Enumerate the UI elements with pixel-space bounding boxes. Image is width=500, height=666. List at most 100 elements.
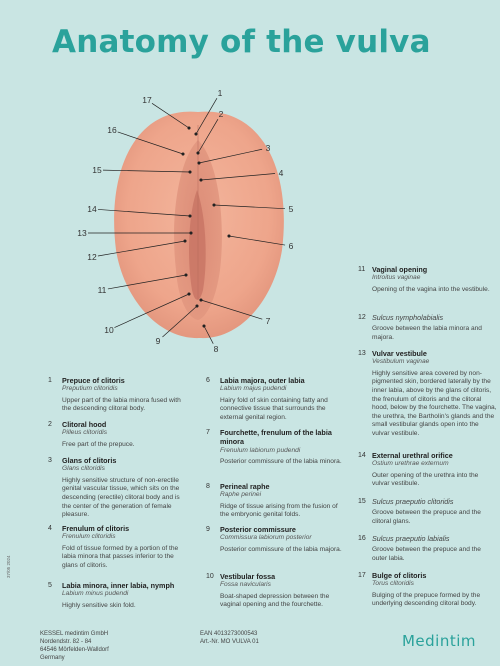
callout-lines (88, 98, 286, 344)
legend-title: Clitoral hood (62, 420, 107, 429)
callout-number: 2 (219, 109, 224, 119)
legend-title: Fourchette, frenulum of the labia minora (220, 428, 332, 447)
callout-line (117, 131, 184, 155)
brand-logo: Medintim (401, 632, 476, 650)
legend-description: Posterior commissure of the labia minora… (220, 458, 342, 466)
callout-number: 13 (77, 228, 87, 238)
callout-dot (188, 170, 192, 174)
legend-latin: Fossa navicularis (220, 581, 271, 589)
callout-line (203, 325, 214, 344)
legend-latin: Frenulum clitoridis (62, 533, 116, 541)
legend-title: Posterior commissure (220, 525, 296, 534)
legend-description: Ridge of tissue arising from the fusion … (220, 502, 338, 519)
legend-title: Glans of clitoris (62, 456, 117, 465)
callout-number: 15 (92, 165, 102, 175)
footer-company: KESSEL medintim GmbH Nordendstr. 82 - 84… (40, 630, 109, 662)
legend-number: 2 (48, 421, 52, 428)
vulva-illustration (114, 111, 284, 339)
footer-codes: EAN 4013273000543 Art.-Nr. MO VULVA 01 (200, 630, 259, 646)
callout-line (213, 204, 286, 210)
callout-dot (202, 324, 206, 328)
callout-number: 16 (107, 125, 117, 135)
callout-dot (197, 161, 201, 165)
callout-dot (227, 234, 231, 238)
legend-number: 3 (48, 457, 52, 464)
callout-dot (189, 231, 193, 235)
callout-number: 14 (87, 204, 97, 214)
company-line: KESSEL medintim GmbH (40, 631, 109, 637)
legend-number: 12 (358, 314, 366, 321)
callout-line (200, 173, 276, 181)
legend-description: Posterior commissure of the labia majora… (220, 545, 342, 553)
legend-description: Groove between the labia minora and majo… (372, 325, 482, 341)
legend-description: Free part of the prepuce. (62, 440, 135, 448)
legend-latin: Raphe perinei (220, 491, 262, 499)
legend-number: 11 (358, 266, 366, 273)
legend-number: 4 (48, 525, 52, 532)
callout-dot (199, 178, 203, 182)
legend-title: Labia minora, inner labia, nymph (62, 581, 175, 590)
legend-latin: Commissura labiorum posterior (220, 534, 312, 542)
callout-line (97, 240, 186, 257)
legend-number: 14 (358, 452, 366, 459)
callout-dot (183, 239, 187, 243)
legend-description: Highly sensitive structure of non-erecti… (62, 476, 180, 519)
legend-number: 13 (358, 350, 366, 357)
legend-number: 5 (48, 582, 52, 589)
legend-title: Prepuce of clitoris (62, 376, 125, 385)
legend-description: Opening of the vagina into the vestibule… (372, 285, 490, 293)
callout-dot (188, 214, 192, 218)
callout-number: 6 (289, 241, 294, 251)
page-title: Anatomy of the vulva (52, 24, 431, 60)
callout-line (200, 299, 263, 320)
legend-number: 10 (206, 573, 214, 580)
callout-dot (195, 304, 199, 308)
vestibule-shape (189, 190, 206, 300)
callout-dot (181, 152, 185, 156)
legend-number: 1 (48, 377, 52, 384)
callout-line (102, 169, 191, 173)
company-line: 64546 Mörfelden-Walldorf (40, 647, 109, 654)
legend-title: Bulge of clitoris (372, 571, 427, 580)
callout-line (107, 274, 187, 290)
callout-number: 12 (87, 252, 97, 262)
legend-description: Hairy fold of skin containing fatty and … (220, 396, 328, 422)
legend-number: 9 (206, 526, 210, 533)
callout-dot (194, 132, 198, 136)
legend-description: Boat-shaped depression between the vagin… (220, 592, 330, 609)
callout-line (228, 235, 286, 246)
legend-number: 7 (206, 429, 210, 436)
legend-description: Bulging of the prepuce formed by the und… (372, 591, 481, 608)
legend-title: Vestibular fossa (220, 572, 276, 581)
legend-title: Vaginal opening (372, 265, 428, 274)
callout-dot (212, 203, 216, 207)
callout-dot (196, 151, 200, 155)
legend-number: 15 (358, 498, 366, 505)
legend-latin: Glans clitoridis (62, 465, 105, 473)
legend-title: External urethral orifice (372, 451, 453, 460)
legend-description: Fold of tissue formed by a portion of th… (62, 544, 179, 570)
legend-description: Groove between the prepuce and the outer… (372, 546, 481, 562)
callout-number: 10 (104, 325, 114, 335)
company-line: Nordendstr. 82 - 84 (40, 639, 92, 646)
callout-number: 3 (266, 143, 271, 153)
callout-line (114, 293, 190, 328)
legend-description: Groove between the prepuce and the clito… (372, 509, 481, 525)
callout-dot (184, 273, 188, 277)
callout-line (151, 103, 190, 129)
legend-description: Highly sensitive skin fold. (62, 601, 136, 609)
legend-title: Vulvar vestibule (372, 349, 427, 358)
callout-dot (187, 126, 191, 130)
